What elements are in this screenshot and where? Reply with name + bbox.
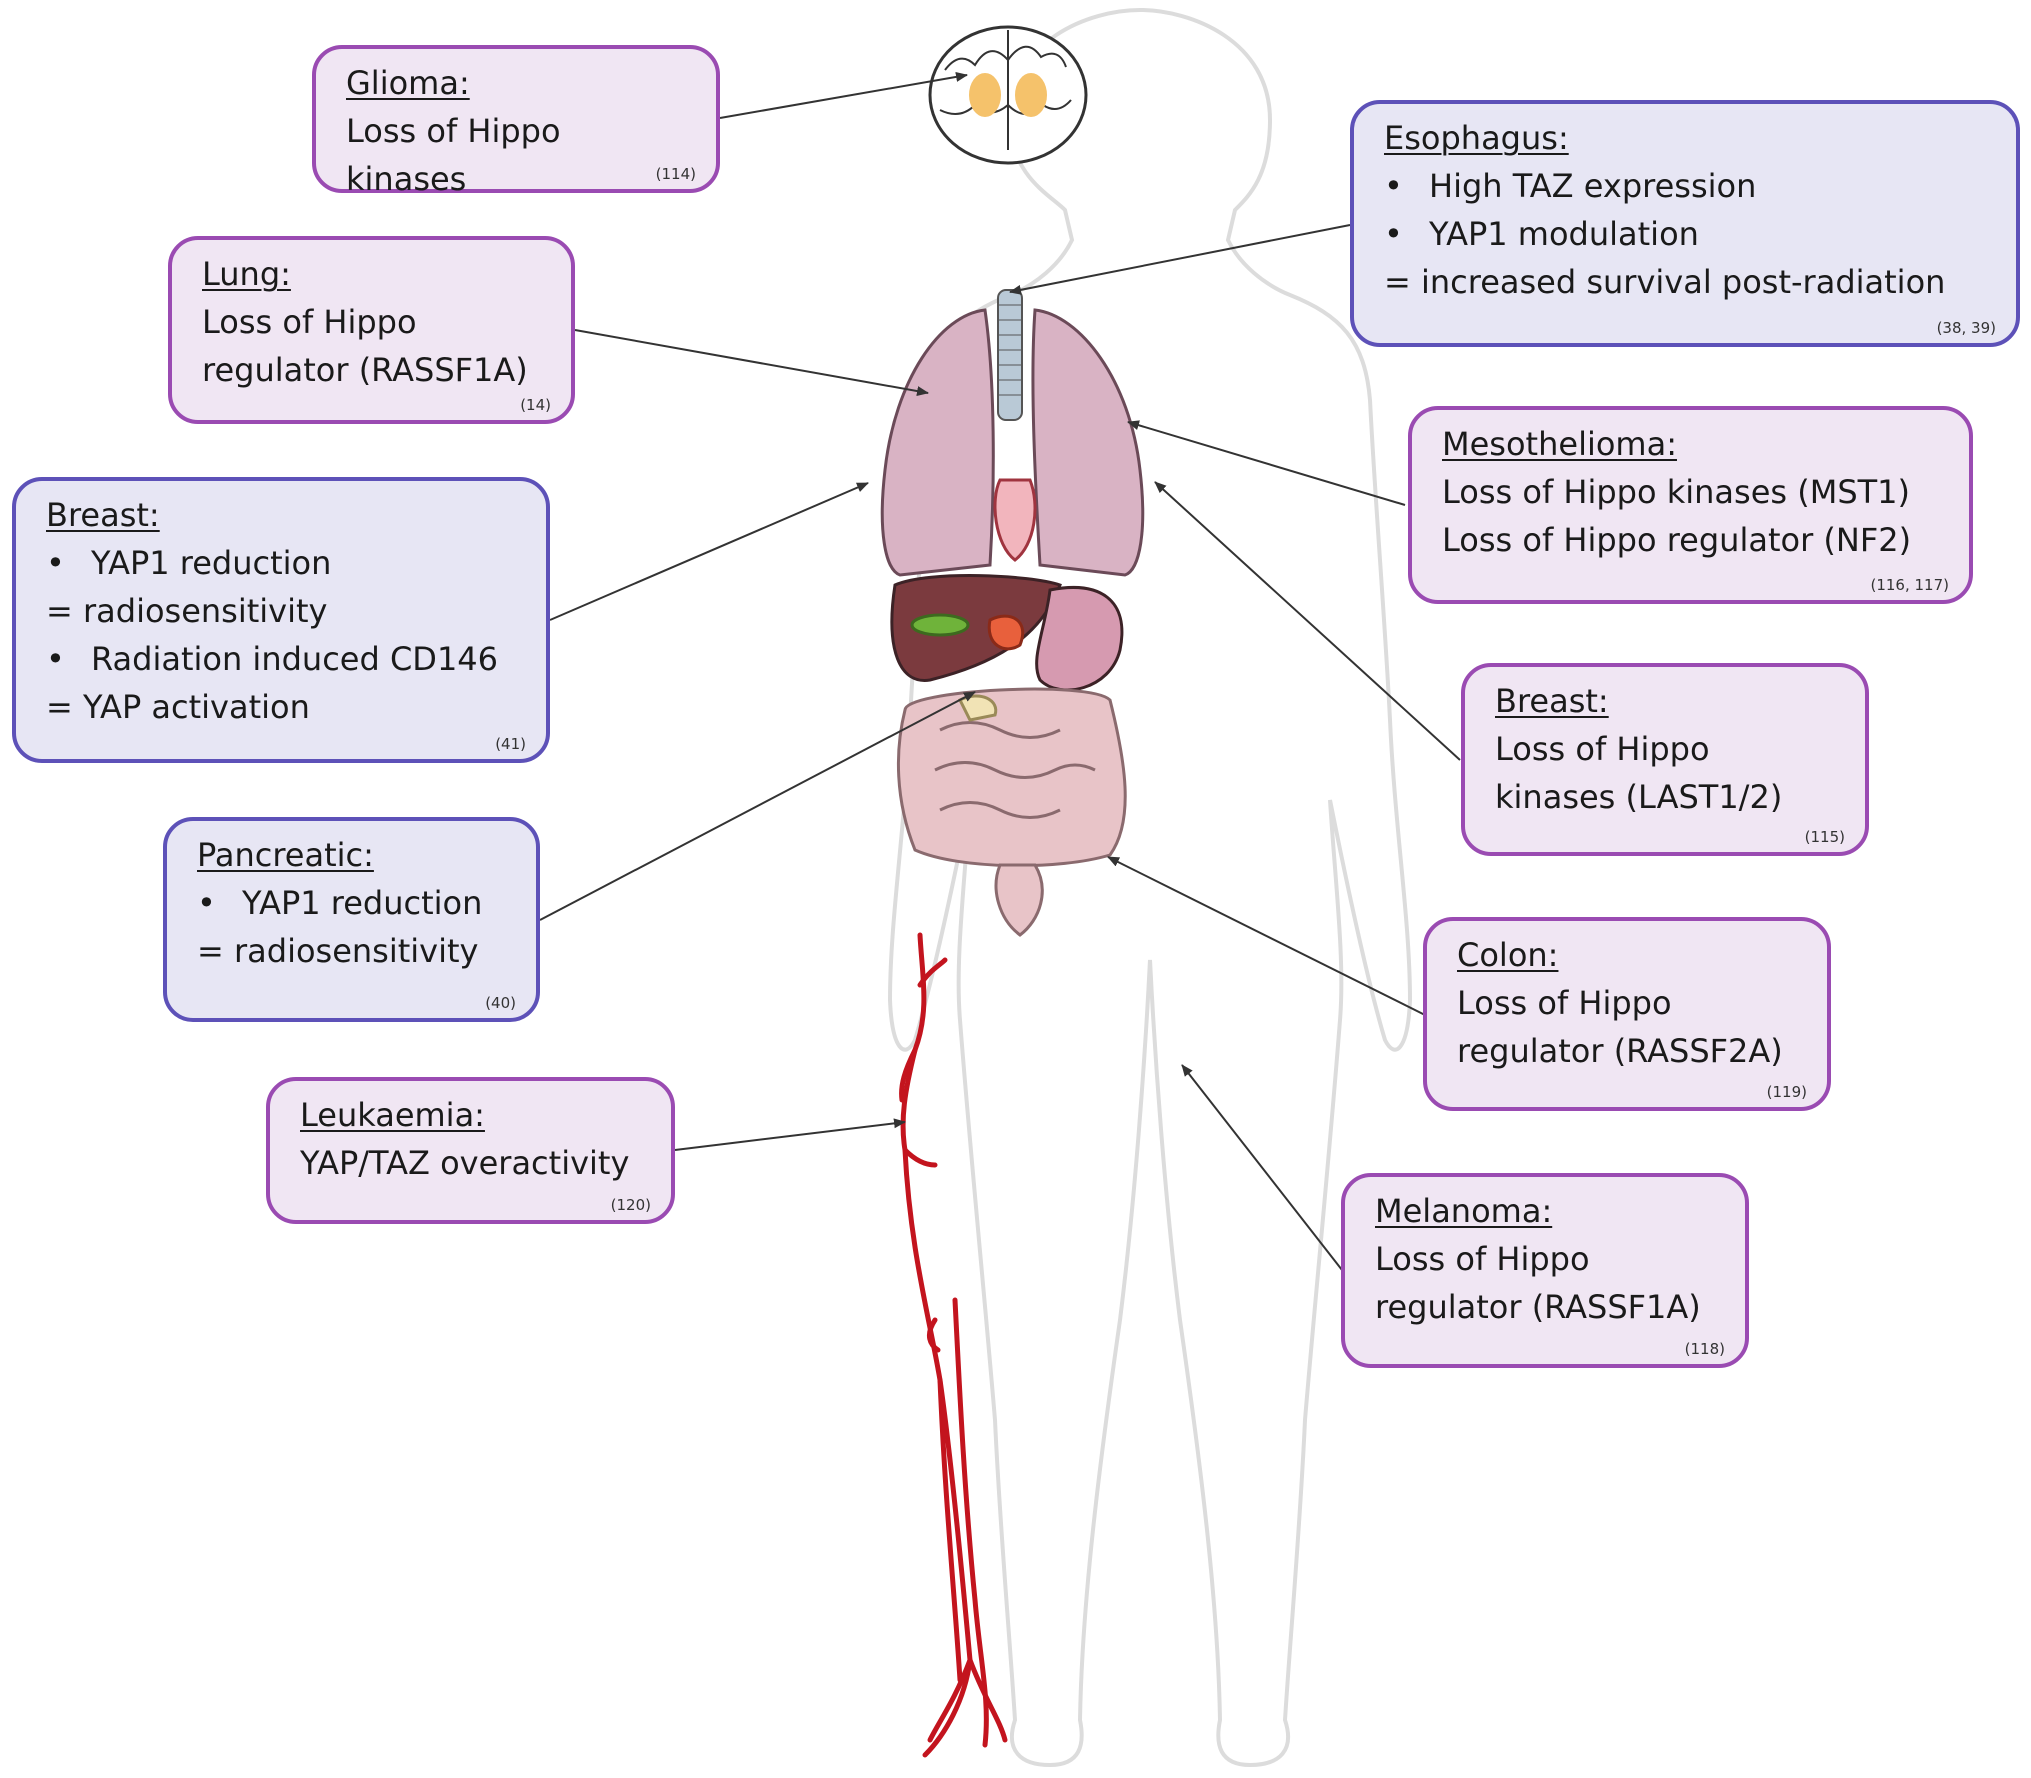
callout-line: Loss of Hippo kinases (MST1) bbox=[1442, 473, 1911, 511]
callout-line: Loss of Hippo bbox=[202, 303, 417, 341]
intestines bbox=[896, 687, 1127, 937]
arrow-leukaemia bbox=[674, 1118, 906, 1151]
callout-title: Leukaemia: bbox=[300, 1096, 485, 1134]
arrow-melanoma bbox=[1181, 1064, 1343, 1271]
callout-line: kinases (LAST1/2) bbox=[1495, 778, 1783, 816]
reference-number: (120) bbox=[610, 1196, 651, 1214]
arrow-glioma bbox=[719, 71, 968, 119]
callout-line: regulator (RASSF2A) bbox=[1457, 1032, 1783, 1070]
bullet-text: High TAZ expression bbox=[1429, 167, 1757, 205]
reference-number: (119) bbox=[1766, 1083, 1807, 1101]
bullet-text: YAP1 reduction bbox=[91, 544, 332, 582]
bullet-line: •YAP1 reduction bbox=[197, 884, 483, 922]
bullet-line: •Radiation induced CD146 bbox=[46, 640, 499, 678]
lungs bbox=[880, 308, 1145, 577]
arrow-mesothelioma bbox=[1127, 420, 1406, 506]
callout-line: Loss of Hippo bbox=[1375, 1240, 1590, 1278]
reference-number: (41) bbox=[495, 735, 526, 753]
callout-pancreatic: Pancreatic: •YAP1 reduction = radiosensi… bbox=[163, 817, 540, 1022]
bullet-line: •YAP1 reduction bbox=[46, 544, 332, 582]
bullet-line: •YAP1 modulation bbox=[1384, 215, 1699, 253]
callout-title: Lung: bbox=[202, 255, 291, 293]
brain bbox=[928, 25, 1088, 165]
callout-melanoma: Melanoma: Loss of Hippo regulator (RASSF… bbox=[1341, 1173, 1749, 1368]
callout-title: Breast: bbox=[46, 496, 160, 534]
callout-title: Breast: bbox=[1495, 682, 1609, 720]
leg-artery bbox=[899, 932, 1008, 1758]
reference-number: (40) bbox=[485, 994, 516, 1012]
trachea bbox=[997, 289, 1023, 421]
bullet-text: YAP1 modulation bbox=[1429, 215, 1699, 253]
bullet-text: YAP1 reduction bbox=[242, 884, 483, 922]
arrow-breast-left bbox=[549, 482, 869, 621]
callout-lung: Lung: Loss of Hippo regulator (RASSF1A) … bbox=[168, 236, 575, 424]
callout-line: regulator (RASSF1A) bbox=[202, 351, 528, 389]
callout-breast-right: Breast: Loss of Hippo kinases (LAST1/2) … bbox=[1461, 663, 1869, 856]
arrow-esophagus bbox=[1009, 224, 1351, 295]
reference-number: (118) bbox=[1684, 1340, 1725, 1358]
callout-line: = radiosensitivity bbox=[46, 592, 328, 630]
callout-title: Melanoma: bbox=[1375, 1192, 1553, 1230]
callout-colon: Colon: Loss of Hippo regulator (RASSF2A)… bbox=[1423, 917, 1831, 1111]
callout-mesothelioma: Mesothelioma: Loss of Hippo kinases (MST… bbox=[1408, 406, 1973, 604]
callout-line: YAP/TAZ overactivity bbox=[300, 1144, 630, 1182]
callout-breast-left: Breast: •YAP1 reduction = radiosensitivi… bbox=[12, 477, 550, 763]
body-outline bbox=[887, 7, 1413, 1768]
reference-number: (14) bbox=[520, 396, 551, 414]
callout-title: Esophagus: bbox=[1384, 119, 1569, 157]
callout-line: = YAP activation bbox=[46, 688, 310, 726]
callout-glioma: Glioma: Loss of Hippo kinases (114) bbox=[312, 45, 720, 198]
callout-line: Loss of Hippo bbox=[346, 112, 561, 150]
callout-line: regulator (RASSF1A) bbox=[1375, 1288, 1701, 1326]
callout-title: Colon: bbox=[1457, 936, 1559, 974]
reference-number: (114) bbox=[655, 165, 696, 183]
liver-and-stomach bbox=[890, 574, 1124, 692]
callout-line: Loss of Hippo bbox=[1495, 730, 1710, 768]
bullet-line: •High TAZ expression bbox=[1384, 167, 1757, 205]
arrow-pancreatic bbox=[539, 691, 976, 921]
callout-leukaemia: Leukaemia: YAP/TAZ overactivity (120) bbox=[266, 1077, 675, 1224]
callout-line: kinases bbox=[346, 160, 467, 198]
reference-number: (115) bbox=[1804, 828, 1845, 846]
callout-esophagus: Esophagus: •High TAZ expression •YAP1 mo… bbox=[1350, 100, 2020, 347]
arrows bbox=[539, 71, 1461, 1271]
arrow-colon bbox=[1107, 856, 1426, 1016]
callout-title: Mesothelioma: bbox=[1442, 425, 1677, 463]
arrow-breast-right bbox=[1154, 481, 1461, 761]
callout-line: = increased survival post-radiation bbox=[1384, 263, 1946, 301]
callout-title: Pancreatic: bbox=[197, 836, 374, 874]
callout-title: Glioma: bbox=[346, 64, 470, 102]
callout-line: Loss of Hippo bbox=[1457, 984, 1672, 1022]
callout-line: Loss of Hippo regulator (NF2) bbox=[1442, 521, 1912, 559]
reference-number: (116, 117) bbox=[1870, 576, 1949, 594]
reference-number: (38, 39) bbox=[1936, 319, 1996, 337]
bullet-text: Radiation induced CD146 bbox=[91, 640, 499, 678]
callout-line: = radiosensitivity bbox=[197, 932, 479, 970]
arrow-lung bbox=[574, 329, 929, 396]
